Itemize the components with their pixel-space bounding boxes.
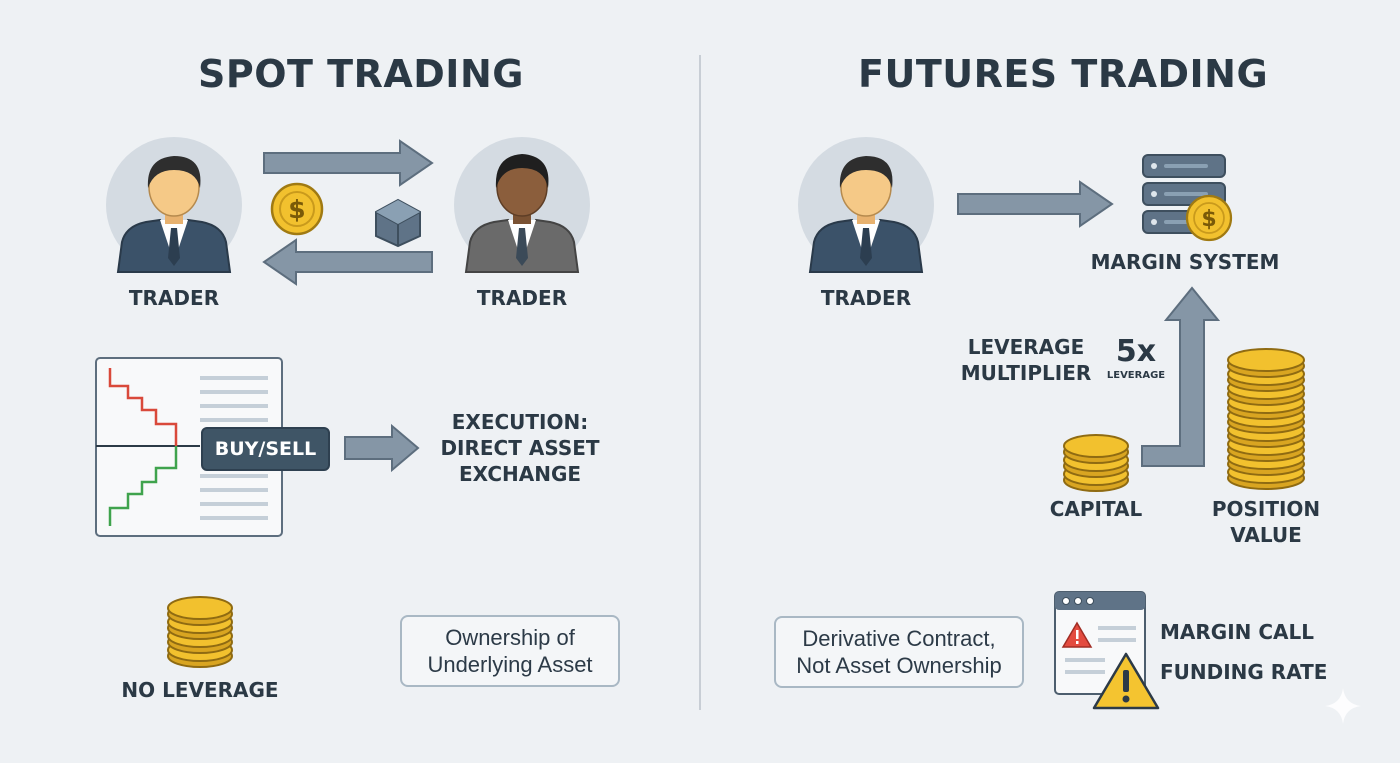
dollar-coin-icon <box>1185 194 1233 242</box>
leverage-arrow-icon <box>1141 286 1221 467</box>
coin-stack-icon <box>1063 434 1129 492</box>
spot-trader-right-label: TRADER <box>476 286 568 310</box>
margin-system-label: MARGIN SYSTEM <box>1090 250 1280 274</box>
position-value-label: POSITION VALUE <box>1201 496 1331 548</box>
section-divider <box>699 55 701 710</box>
buy-sell-button[interactable]: BUY/SELL <box>201 427 330 471</box>
leverage-line-2: MULTIPLIER <box>960 361 1092 385</box>
derivative-line-2: Not Asset Ownership <box>796 653 1002 678</box>
leverage-multiplier-label: LEVERAGE MULTIPLIER <box>956 334 1096 386</box>
execution-label: EXECUTION: DIRECT ASSET EXCHANGE <box>430 409 610 487</box>
sparkle-icon <box>1325 688 1361 724</box>
dollar-coin-icon <box>270 182 324 236</box>
leverage-small-label: LEVERAGE <box>1106 370 1166 381</box>
spot-title: SPOT TRADING <box>198 52 524 96</box>
futures-title: FUTURES TRADING <box>858 52 1269 96</box>
funding-rate-label: FUNDING RATE <box>1160 660 1328 684</box>
ownership-line-1: Ownership of <box>445 625 575 650</box>
position-line-2: VALUE <box>1230 523 1302 547</box>
spot-trader-left-label: TRADER <box>128 286 220 310</box>
coin-stack-icon <box>167 596 233 668</box>
execution-line-3: EXCHANGE <box>458 462 582 486</box>
coin-stack-icon <box>1227 348 1305 490</box>
arrow-right-icon <box>957 180 1114 228</box>
futures-trader-label: TRADER <box>820 286 912 310</box>
capital-label: CAPITAL <box>1049 497 1143 521</box>
arrow-left-icon <box>262 238 433 286</box>
trader-avatar-icon <box>106 137 242 273</box>
leverage-value: 5x <box>1115 334 1157 369</box>
arrow-right-icon <box>344 423 420 473</box>
no-leverage-label: NO LEVERAGE <box>121 678 279 702</box>
asset-cube-icon <box>375 198 421 248</box>
ownership-box: Ownership of Underlying Asset <box>400 615 620 687</box>
derivative-box: Derivative Contract, Not Asset Ownership <box>774 616 1024 688</box>
margin-call-label: MARGIN CALL <box>1160 620 1314 644</box>
order-book-chart-icon <box>95 357 283 537</box>
trader-avatar-icon <box>798 137 934 273</box>
ownership-line-2: Underlying Asset <box>427 652 593 677</box>
trader-avatar-icon <box>454 137 590 273</box>
arrow-right-icon <box>263 139 434 187</box>
leverage-line-1: LEVERAGE <box>967 335 1085 359</box>
derivative-line-1: Derivative Contract, <box>802 626 996 651</box>
warning-triangle-icon <box>1092 652 1160 710</box>
execution-line-2: DIRECT ASSET <box>440 436 600 460</box>
position-line-1: POSITION <box>1211 497 1321 521</box>
execution-line-1: EXECUTION: <box>451 410 589 434</box>
